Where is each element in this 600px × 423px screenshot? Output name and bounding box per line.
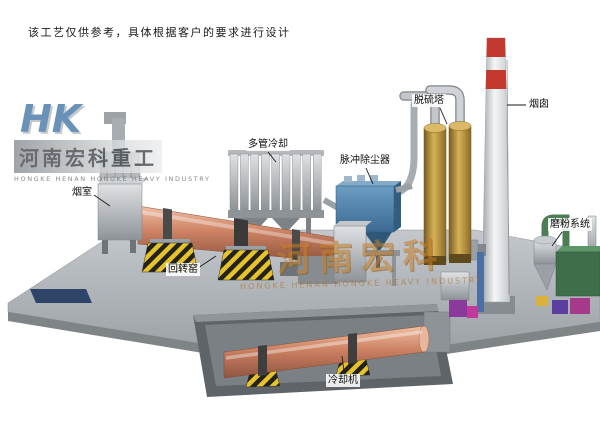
label-cooling-machine: 冷却机 — [326, 374, 360, 387]
logo-monogram: HK — [20, 97, 82, 141]
label-chimney: 烟囱 — [527, 98, 551, 111]
logo-company-name-cn: 河南宏科重工 — [14, 140, 162, 173]
kiln-head-hood — [298, 221, 400, 286]
label-multi-tube-cooling: 多管冷却 — [246, 138, 290, 151]
grinding-system — [533, 214, 600, 314]
label-rotary-kiln: 回转窑 — [166, 263, 200, 276]
label-leader-lines — [93, 104, 563, 373]
company-logo: HK 河南宏科重工 HONGKE HENAN HONGKE HEAVY INDU… — [14, 100, 224, 183]
label-smoke-chamber: 烟室 — [70, 186, 94, 199]
label-desulfurization-tower: 脱硫塔 — [412, 94, 446, 107]
label-pulse-dust-collector: 脉冲除尘器 — [338, 154, 392, 167]
cooling-machine — [223, 311, 451, 388]
chimney-red-band — [486, 38, 506, 57]
label-grinding-system: 磨粉系统 — [548, 218, 592, 231]
mill-housing — [555, 251, 600, 297]
cooler-riding-ring — [348, 333, 357, 364]
auxiliary-equipment — [440, 252, 484, 318]
burner-pipe — [366, 250, 400, 256]
cooler-riding-ring — [258, 345, 267, 376]
equipment-pad — [30, 289, 92, 303]
chimney-red-band — [485, 70, 507, 89]
chimney — [477, 37, 515, 314]
chimney-ladder — [506, 59, 510, 296]
logo-company-name-en: HONGKE HENAN HONGKE HEAVY INDUSTRY — [14, 175, 211, 183]
kiln-riding-ring — [292, 229, 300, 261]
disclaimer-note: 该工艺仅供参考，具体根据客户的要求进行设计 — [28, 26, 291, 39]
cyclone-cone — [533, 263, 557, 291]
